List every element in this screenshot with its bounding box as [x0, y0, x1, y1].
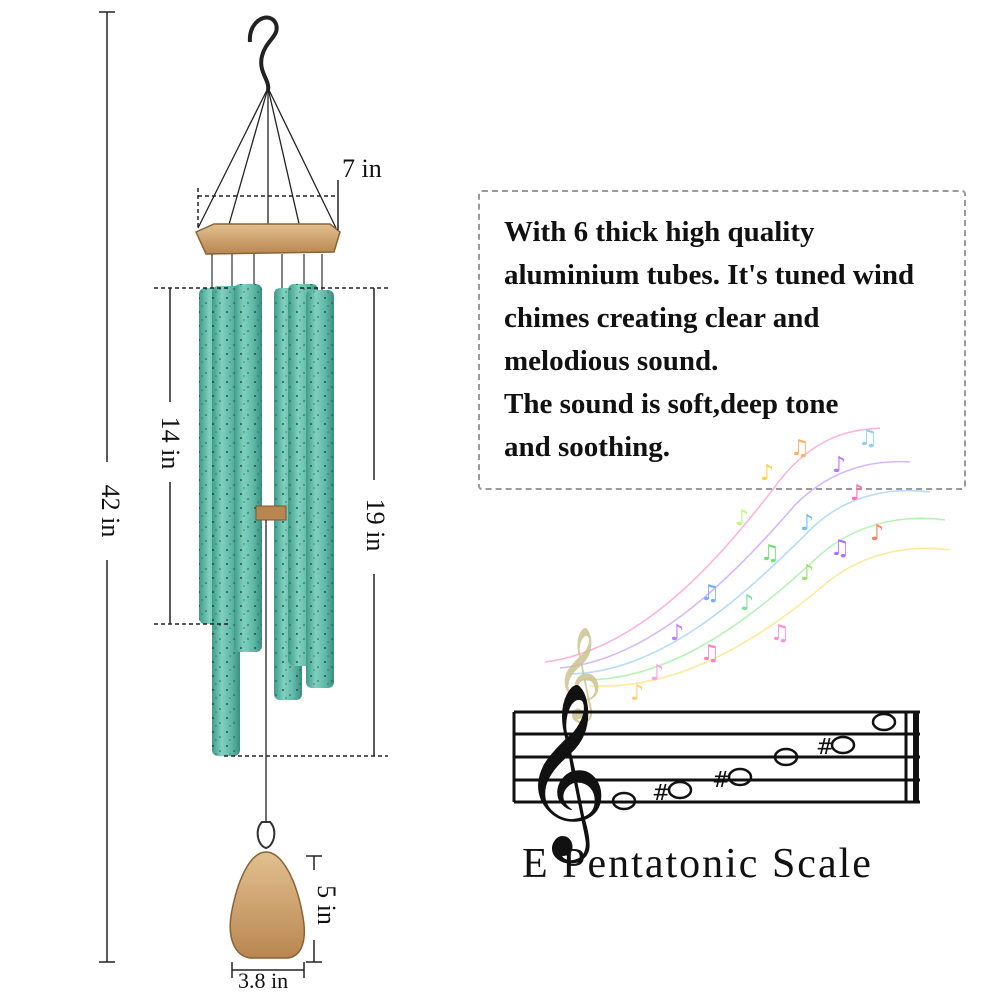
svg-text:♪: ♪	[870, 521, 884, 546]
svg-text:♪: ♪	[630, 681, 644, 706]
clasp	[256, 821, 276, 850]
scale-title: E Pentatonic Scale	[522, 841, 873, 887]
description-box	[478, 190, 966, 490]
svg-text:♫: ♫	[760, 541, 780, 566]
scale-notes	[611, 712, 897, 811]
hook	[247, 15, 279, 91]
svg-text:♪: ♪	[670, 621, 684, 646]
svg-text:♪: ♪	[850, 481, 864, 506]
svg-text:♪: ♪	[740, 591, 754, 616]
wooden-top	[195, 223, 341, 255]
aluminium-tubes	[199, 284, 334, 756]
description-line: melodious sound.	[504, 345, 719, 377]
description-line: chimes creating clear and	[504, 302, 820, 334]
svg-text:♫: ♫	[700, 581, 720, 606]
svg-text:♪: ♪	[760, 461, 774, 486]
hanging-strings	[197, 87, 337, 229]
treble-clef: 𝄞	[520, 682, 609, 864]
svg-text:♫: ♫	[830, 536, 850, 561]
svg-text:♪: ♪	[735, 506, 749, 531]
svg-text:♫: ♫	[858, 426, 878, 451]
sharp-symbol: #	[652, 781, 670, 806]
sail-width-label: 3.8 in	[238, 968, 289, 993]
svg-text:♪: ♪	[800, 511, 814, 536]
description-line: and soothing.	[504, 431, 671, 463]
svg-text:♫: ♫	[770, 621, 790, 646]
svg-text:♪: ♪	[650, 661, 664, 686]
sharp-symbol: #	[712, 768, 730, 793]
sharp-symbol: #	[816, 735, 834, 760]
wooden-sail	[229, 851, 306, 959]
svg-text:♪: ♪	[800, 561, 814, 586]
description-line: With 6 thick high quality	[504, 216, 815, 248]
striker	[255, 505, 287, 521]
description-line: aluminium tubes. It's tuned wind	[504, 259, 915, 291]
faded-clef: 𝄞	[555, 626, 602, 723]
dimension-lines	[99, 11, 388, 978]
svg-text:♫: ♫	[790, 436, 810, 461]
svg-text:♪: ♪	[832, 453, 846, 478]
description-line: The sound is soft,deep tone	[504, 388, 839, 420]
svg-text:♫: ♫	[700, 641, 720, 666]
top-width-label: 7 in	[342, 154, 382, 183]
